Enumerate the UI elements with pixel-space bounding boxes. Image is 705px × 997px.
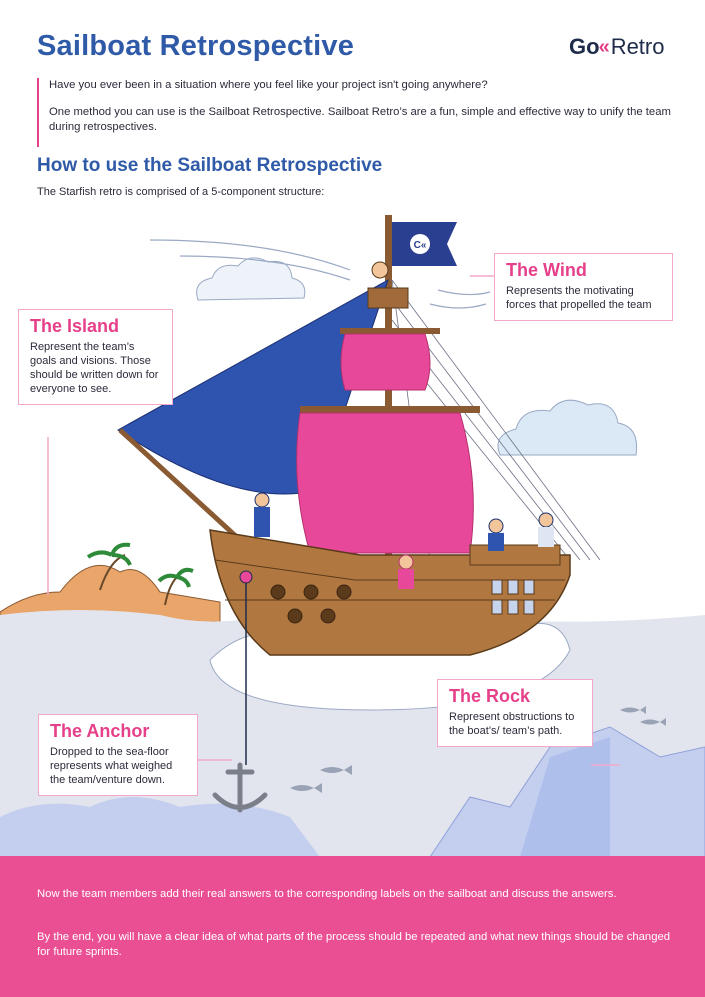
callout-wind-title: The Wind [506,260,587,280]
fish-icon [290,706,666,793]
lookout-person-icon [371,261,389,279]
yard-main [300,406,480,413]
footer-paragraph-2: By the end, you will have a clear idea o… [37,931,671,958]
cloud-right-icon [497,399,638,456]
intro-paragraph-1: Have you ever been in a situation where … [49,79,488,91]
intro-paragraph-2: One method you can use is the Sailboat R… [49,106,671,133]
pink-top-sail [340,333,431,391]
anchor-hawse [239,570,253,584]
callout-rock-text: Represent obstructions to the boat’s/ te… [449,711,575,737]
crew-icon [254,492,554,589]
how-to-heading: How to use the Sailboat Retrospective [37,155,383,176]
intro-block: Have you ever been in a situation where … [37,78,689,147]
footer-paragraph-1: Now the team members add their real answ… [37,888,617,900]
page-title: Sailboat Retrospective [37,30,355,62]
how-to-subtitle: The Starfish retro is comprised of a 5-c… [37,186,325,198]
sailboat-illustration: C« [0,215,705,857]
island-icon [0,542,221,623]
callout-island-title: The Island [30,316,120,336]
wind-lines [149,239,491,309]
callout-pointers [47,275,620,766]
portholes [270,584,352,624]
yard-top [340,328,440,334]
flag-icon: C« [392,222,457,266]
pink-main-sail [296,412,474,554]
logo-chevron-icon: « [598,35,610,58]
cloud-left-icon [196,257,306,301]
stern-windows [491,579,535,615]
callout-anchor-title: The Anchor [50,721,150,741]
callout-rock: The Rock Represent obstructions to the b… [437,679,593,747]
callout-island-text: Represent the team’s goals and visions. … [30,341,159,395]
goretro-logo: Go « Retro [569,34,664,60]
ship-hull [209,529,571,656]
callout-anchor-text: Dropped to the sea-floor represents what… [50,746,173,786]
footer-banner: Now the team members add their real answ… [0,856,705,997]
bowsprit [118,428,242,542]
callout-island: The Island Represent the team’s goals an… [18,309,173,405]
crows-nest [367,287,409,309]
callout-wind-text: Represents the motivating forces that pr… [506,285,652,311]
logo-go-text: Go [569,34,600,59]
svg-text:C«: C« [414,240,427,251]
callout-wind: The Wind Represents the motivating force… [494,253,673,321]
callout-rock-title: The Rock [449,686,531,706]
logo-retro-text: Retro [610,34,665,59]
rock-icon [429,726,705,857]
callout-anchor: The Anchor Dropped to the sea-floor repr… [38,714,198,796]
anchor-icon [212,762,268,813]
